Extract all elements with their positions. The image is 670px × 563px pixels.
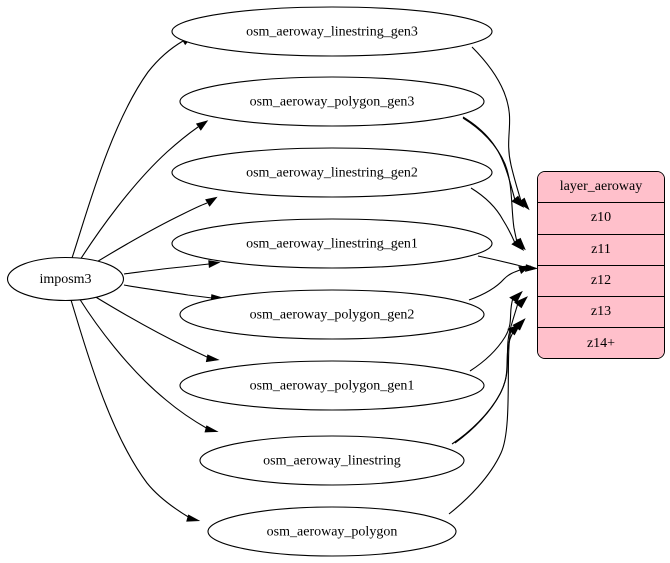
arrowhead-z14-b xyxy=(507,323,522,336)
node-osm-aeroway-polygon-gen1-shape[interactable] xyxy=(179,360,485,411)
arrowhead-z10-a xyxy=(517,197,530,211)
edge-imposm3-to-polygon-gen3 xyxy=(79,126,199,261)
node-osm-aeroway-polygon-gen3[interactable]: osm_aeroway_polygon_gen3 xyxy=(179,76,485,127)
edge-linestring-gen2-to-z11 xyxy=(470,187,516,244)
node-osm-aeroway-linestring-gen1-shape[interactable] xyxy=(171,218,493,269)
edge-polygon-gen3-to-z10 xyxy=(462,116,516,201)
edge-imposm3-to-linestring-gen1 xyxy=(123,263,210,275)
node-osm-aeroway-polygon-gen1[interactable]: osm_aeroway_polygon_gen1 xyxy=(179,360,485,411)
arrowhead-polygon-gen1 xyxy=(205,354,220,363)
edges-from-imposm3 xyxy=(70,35,224,522)
edge-imposm3-to-linestring-gen2 xyxy=(94,202,208,264)
edge-imposm3-to-linestring-gen3 xyxy=(71,40,184,259)
node-osm-aeroway-linestring-gen2-shape[interactable] xyxy=(171,147,493,198)
edge-imposm3-to-polygon-gen1 xyxy=(93,295,210,359)
node-osm-aeroway-polygon-gen2-shape[interactable] xyxy=(179,289,485,340)
node-osm-aeroway-linestring-label: osm_aeroway_linestring xyxy=(263,454,401,469)
node-osm-aeroway-polygon-gen1-label: osm_aeroway_polygon_gen1 xyxy=(250,379,415,394)
record-row-header[interactable]: layer_aeroway xyxy=(538,172,664,204)
node-osm-aeroway-polygon-gen2-label: osm_aeroway_polygon_gen2 xyxy=(250,308,415,323)
arrowhead-linestring-gen1 xyxy=(208,260,221,268)
node-osm-aeroway-polygon-shape[interactable] xyxy=(207,506,457,557)
record-row-z12[interactable]: z12 xyxy=(538,265,664,298)
node-osm-aeroway-polygon[interactable]: osm_aeroway_polygon xyxy=(207,506,457,557)
arrowhead-z10-b xyxy=(511,195,525,208)
arrowhead-polygon-gen3 xyxy=(195,120,209,131)
node-osm-aeroway-polygon-label: osm_aeroway_polygon xyxy=(267,525,398,540)
edge-imposm3-to-polygon-gen2 xyxy=(123,284,213,299)
node-osm-aeroway-linestring-gen3-shape[interactable] xyxy=(171,6,493,57)
node-imposm3[interactable]: imposm3 xyxy=(6,256,125,302)
node-osm-aeroway-linestring-gen1-label: osm_aeroway_linestring_gen1 xyxy=(246,237,418,252)
record-row-z10[interactable]: z10 xyxy=(538,203,664,235)
arrowhead-linestring-gen2 xyxy=(205,196,218,207)
node-osm-aeroway-linestring-gen3-label: osm_aeroway_linestring_gen3 xyxy=(246,25,418,40)
node-layer-aeroway[interactable]: layer_aeroway z10 z11 z12 z13 z14+ xyxy=(537,171,665,359)
node-osm-aeroway-linestring-shape[interactable] xyxy=(199,435,465,486)
edge-polygon-gen3-to-z11 xyxy=(462,117,518,243)
arrowhead-z12-b xyxy=(518,265,531,275)
edge-polygon-gen1-to-z13 xyxy=(469,297,514,372)
node-osm-aeroway-linestring-gen2[interactable]: osm_aeroway_linestring_gen2 xyxy=(171,147,493,198)
record-row-z13[interactable]: z13 xyxy=(538,297,664,329)
node-osm-aeroway-linestring-gen2-label: osm_aeroway_linestring_gen2 xyxy=(246,166,418,181)
arrowhead-polygon xyxy=(186,514,201,522)
edge-linestring-gen1-to-z12 xyxy=(477,255,528,269)
node-imposm3-label: imposm3 xyxy=(39,272,91,287)
edge-imposm3-to-polygon xyxy=(70,299,191,519)
edge-polygon-to-z14 xyxy=(448,329,512,515)
node-osm-aeroway-linestring-gen1[interactable]: osm_aeroway_linestring_gen1 xyxy=(171,218,493,269)
node-osm-aeroway-linestring[interactable]: osm_aeroway_linestring xyxy=(199,435,465,486)
arrowhead-z11-b xyxy=(511,238,525,251)
arrowhead-z13-b xyxy=(514,296,528,309)
node-osm-aeroway-polygon-gen2[interactable]: osm_aeroway_polygon_gen2 xyxy=(179,289,485,340)
arrowhead-z13-a xyxy=(509,290,523,304)
edge-polygon-gen2-to-z12 xyxy=(468,269,521,301)
node-osm-aeroway-polygon-gen3-shape[interactable] xyxy=(179,76,485,127)
arrowhead-linestring xyxy=(204,425,219,433)
node-osm-aeroway-polygon-gen3-label: osm_aeroway_polygon_gen3 xyxy=(250,95,415,110)
node-osm-aeroway-linestring-gen3[interactable]: osm_aeroway_linestring_gen3 xyxy=(171,6,493,57)
edge-imposm3-to-linestring xyxy=(78,297,209,430)
edges-to-layer-aeroway xyxy=(448,46,539,515)
edge-linestring-gen3-to-z10 xyxy=(471,46,522,202)
record-row-z11[interactable]: z11 xyxy=(538,234,664,266)
record-row-z14[interactable]: z14+ xyxy=(538,328,664,358)
node-imposm3-shape[interactable] xyxy=(6,256,125,302)
